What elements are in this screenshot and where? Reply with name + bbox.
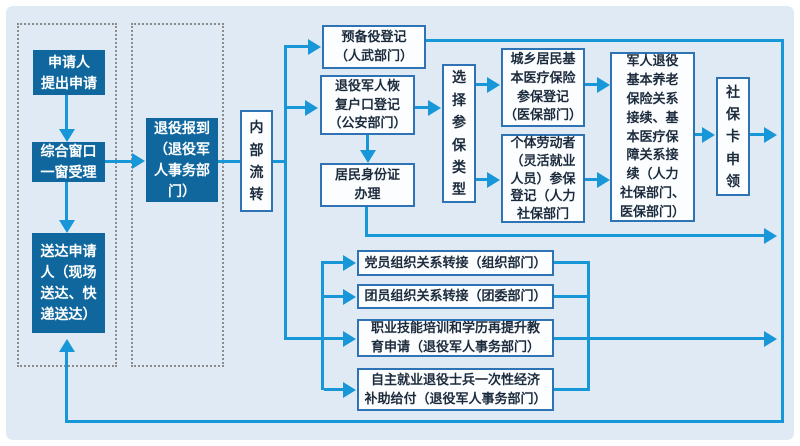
line-individual-to-pension [585,178,598,181]
line-choose-to-urban [476,83,488,86]
node-party-transfer: 党员组织关系转接（组织部门） [357,250,554,276]
arrowhead-pension-to-sscard [702,127,715,143]
line-apply-to-window [65,95,68,131]
arrowhead-apply-to-window [59,129,75,142]
arrowhead-return-to-deliver [59,339,75,352]
node-applicant-submit: 申请人 提出申请 [33,50,105,95]
line-distributor-vertical [321,261,324,390]
node-pension-medical-continuation: 军人退役 基本养老 保险关系 接续、基 本医疗保 障关系接 续（人力 社保部门、… [610,52,695,222]
arrowhead-urban-to-pension [597,77,610,93]
line-pension-to-sscard [695,133,703,136]
arrowhead-idcard-to-loop [764,228,777,244]
line-subsidy-out [554,388,590,391]
line-distributor-to-subsidy [324,388,344,391]
arrowhead-sscard-to-loop [764,127,777,143]
line-choose-to-individual [476,178,488,181]
line-hukou-to-choose [415,106,429,109]
node-social-security-card: 社 保 卡 申 领 [716,77,750,196]
dotted-group-report [131,23,224,367]
line-urban-to-pension [585,83,598,86]
node-veteran-report: 退役报到 （退役军 人事务部 门） [146,118,218,202]
line-window-to-report [105,160,133,163]
node-deliver-applicant: 送达申请 人（现场 送达、快 递送达） [32,233,105,333]
node-individual-insurance: 个体劳动者 （灵活就业 人员）参保 登记（人力 社保部门 [501,134,585,223]
node-internal-circulation: 内 部 流 转 [240,110,273,212]
line-distributor-to-party [324,261,344,264]
line-idcard-down [365,207,368,237]
line-trunk-vertical [284,45,287,340]
arrowhead-to-league [343,289,356,305]
line-idcard-to-loop [365,234,765,237]
line-window-to-deliver [65,182,68,220]
line-reserve-to-loop [426,39,784,42]
line-return-vertical-left [65,352,68,422]
line-trunk-to-hukou [287,106,306,109]
arrowhead-training-to-loop [764,331,777,347]
line-league-out [554,295,590,298]
arrowhead-choose-to-urban [487,77,500,93]
node-choose-insurance-type: 选 择 参 保 类 型 [442,64,476,203]
node-economic-subsidy: 自主就业退役士兵一次性经济 补助给付（退役军人事务部门） [357,368,554,411]
arrowhead-hukou-to-choose [428,100,441,116]
arrowhead-trunk-to-hukou [305,100,318,116]
line-report-to-internal [218,160,240,163]
line-return-vertical-right [781,39,784,423]
line-return-bottom [65,420,784,423]
line-party-out [554,261,590,264]
line-trunk-to-distributor [287,337,344,340]
line-training-to-loop [554,337,765,340]
arrowhead-to-subsidy [343,382,356,398]
arrowhead-window-to-report [132,153,145,169]
line-hukou-to-idcard [366,135,369,151]
node-hukou-restore: 退役军人恢 复户口登记 （公安部门） [320,75,415,135]
line-merge-vertical [587,261,590,391]
arrowhead-trunk-to-reserve [308,39,321,55]
line-sscard-to-loop [750,133,765,136]
node-urban-medical-insurance: 城乡居民基 本医疗保险 参保登记 （医保部门） [501,48,585,127]
line-trunk-to-reserve [284,45,308,48]
node-league-transfer: 团员组织关系转接（团委部门） [357,284,554,309]
node-id-card: 居民身份证 办理 [320,163,415,207]
line-internal-to-trunk [273,160,287,163]
node-reserve-registration: 预备役登记 （人武部门） [322,25,426,69]
line-distributor-to-league [324,295,344,298]
node-comprehensive-window: 综合窗口 一窗受理 [32,142,105,182]
arrowhead-hukou-to-idcard [360,150,376,163]
arrowhead-to-training [343,331,356,347]
node-skill-training: 职业技能培训和学历再提升教 育申请（退役军人事务部门） [357,319,554,357]
arrowhead-to-party [343,255,356,271]
arrowhead-individual-to-pension [597,172,610,188]
arrowhead-choose-to-individual [487,172,500,188]
arrowhead-window-to-deliver [59,220,75,233]
